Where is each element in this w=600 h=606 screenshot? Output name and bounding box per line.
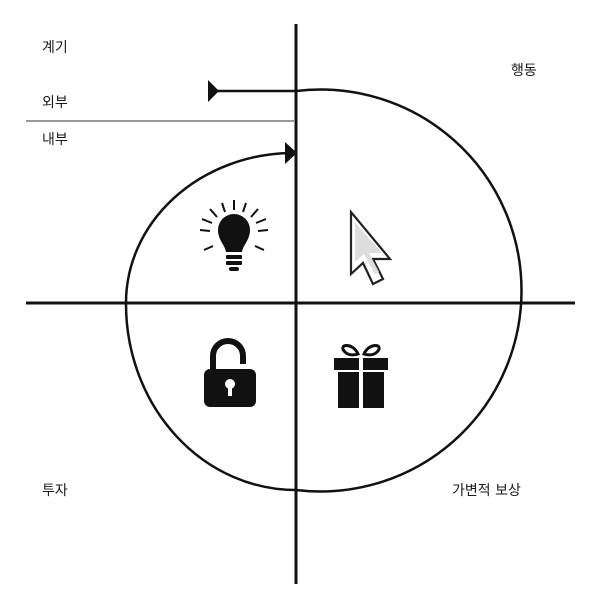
external-trigger-flag (208, 80, 219, 102)
unlocked-padlock-icon (204, 338, 256, 407)
variable-reward-label: 가변적 보상 (452, 483, 521, 499)
investment-label: 투자 (42, 483, 68, 499)
lightbulb-icon (199, 200, 269, 271)
cycle-circle (124, 88, 523, 493)
cursor-arrow-icon (349, 208, 393, 286)
internal-trigger-arrowhead (285, 142, 297, 164)
external-label: 외부 (42, 95, 68, 111)
internal-label: 내부 (42, 132, 68, 148)
trigger-label: 계기 (42, 40, 68, 56)
action-label: 행동 (511, 63, 537, 79)
gift-icon (334, 344, 388, 408)
